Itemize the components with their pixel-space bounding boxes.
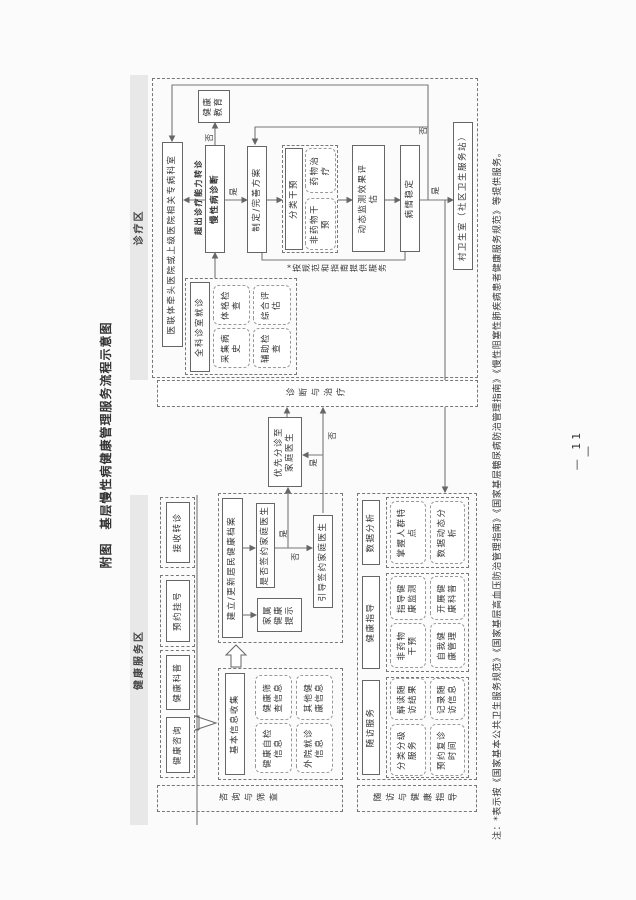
f-classify-box: 分类分级服务 bbox=[390, 724, 426, 776]
label-no: 否 bbox=[204, 132, 214, 142]
g-nondrug-box: 非药物干预 bbox=[390, 623, 426, 668]
hollow-arrow-up-icon bbox=[224, 644, 248, 668]
g-self-box: 自我健康管理 bbox=[430, 623, 465, 668]
label-yes-guide: 是 bbox=[308, 457, 318, 467]
label-no-sign: 否 bbox=[290, 551, 300, 561]
consult-box: 健康咨询 bbox=[166, 717, 190, 773]
family-tip-box: 家属健康提示 bbox=[257, 598, 302, 632]
assess-box: 综合评估 bbox=[253, 285, 291, 325]
guidance-label: 健康指导 bbox=[362, 576, 380, 669]
plan-box: 制定/完善方案 bbox=[247, 146, 267, 253]
zone-health-label: 健康服务区 bbox=[130, 495, 148, 825]
outside-box: 外院就诊信息 bbox=[296, 723, 333, 773]
beyond-label: 超出诊疗能力转诊 bbox=[193, 159, 203, 235]
guideline-note: *按规范和指南提供服务 bbox=[286, 263, 388, 273]
data-analysis-label: 数据分析 bbox=[362, 500, 380, 565]
drug-box: 药物治疗 bbox=[305, 148, 336, 193]
loop-top bbox=[168, 84, 429, 143]
crowd-box: 掌握人群特点 bbox=[390, 501, 426, 564]
label-no-guide: 否 bbox=[327, 430, 337, 440]
self-check-box: 健康自检信息 bbox=[255, 723, 292, 773]
footnote: 注：*表示按《国家基本公共卫生服务规范》《国家基层高血压防治管理指南》《国家基层… bbox=[493, 147, 503, 840]
referral-box: 接收转诊 bbox=[166, 502, 190, 563]
g-monitor-box: 指导健康监测 bbox=[390, 576, 426, 620]
hollow-arrow-right-icon bbox=[194, 715, 218, 731]
village-clinic-box: 村卫生室（社区卫生服务站） bbox=[453, 122, 473, 270]
record-box: 建立/更新居民健康档案 bbox=[222, 498, 243, 638]
dynamic-box: 数据动态分析 bbox=[430, 501, 465, 564]
health-edu-box: 健康教育 bbox=[198, 90, 230, 123]
g-science-box: 开展健康科普 bbox=[430, 576, 465, 620]
stable-box: 病情稳定 bbox=[400, 145, 420, 252]
page-title: 附图 基层慢性病健康管理服务流程示意图 bbox=[98, 321, 113, 569]
signed-box: 是否签约家庭医生 bbox=[256, 503, 275, 588]
zone-treatment-label: 诊疗区 bbox=[130, 75, 148, 380]
other-info-box: 其他健康信息 bbox=[296, 675, 333, 720]
physical-box: 体格检查 bbox=[213, 285, 250, 325]
followup-label: 随访服务 bbox=[362, 680, 380, 775]
f-appoint-box: 预约复诊时间 bbox=[430, 724, 465, 776]
screening-box: 健康筛查信息 bbox=[255, 675, 292, 720]
diagnosis-box: 慢性病诊断 bbox=[205, 145, 225, 253]
info-box: 基本信息收集 bbox=[225, 673, 245, 775]
gp-box: 全科诊室就诊 bbox=[190, 282, 210, 372]
priority-box: 优先分诊至家庭医生 bbox=[268, 417, 302, 487]
aux-box: 辅助检查 bbox=[253, 328, 291, 368]
f-interpret-box: 解读随访结果 bbox=[390, 678, 426, 720]
classify-box: 分类干预 bbox=[285, 148, 303, 250]
label-yes-sign: 是 bbox=[278, 528, 288, 538]
page-number: — 11 — bbox=[570, 429, 594, 471]
f-record-box: 记录随访信息 bbox=[430, 678, 465, 720]
screen-label-box: 咨询与筛查 bbox=[157, 785, 343, 812]
nondrug-box: 非药物干预 bbox=[305, 198, 336, 250]
label-no-stable: 否 bbox=[418, 125, 428, 135]
loop-unstable bbox=[251, 126, 429, 200]
label-yes: 是 bbox=[228, 186, 238, 196]
science-box: 健康科普 bbox=[166, 655, 190, 710]
followup-label-box: 随访与健康指导 bbox=[357, 785, 477, 812]
diag-treat-box: 诊断与治疗 bbox=[157, 380, 478, 407]
appoint-box: 预约挂号 bbox=[166, 580, 190, 642]
history-box: 采集病史 bbox=[213, 328, 250, 368]
bracket-guideline bbox=[261, 252, 406, 261]
guide-sign-box: 引导签约家庭医生 bbox=[313, 515, 333, 608]
label-yes-stable: 是 bbox=[430, 185, 440, 195]
hospital-box: 医联体牵头医院或上级医院相关专病科室 bbox=[162, 142, 183, 347]
monitor-box: 动态监测效果评估 bbox=[352, 145, 385, 252]
